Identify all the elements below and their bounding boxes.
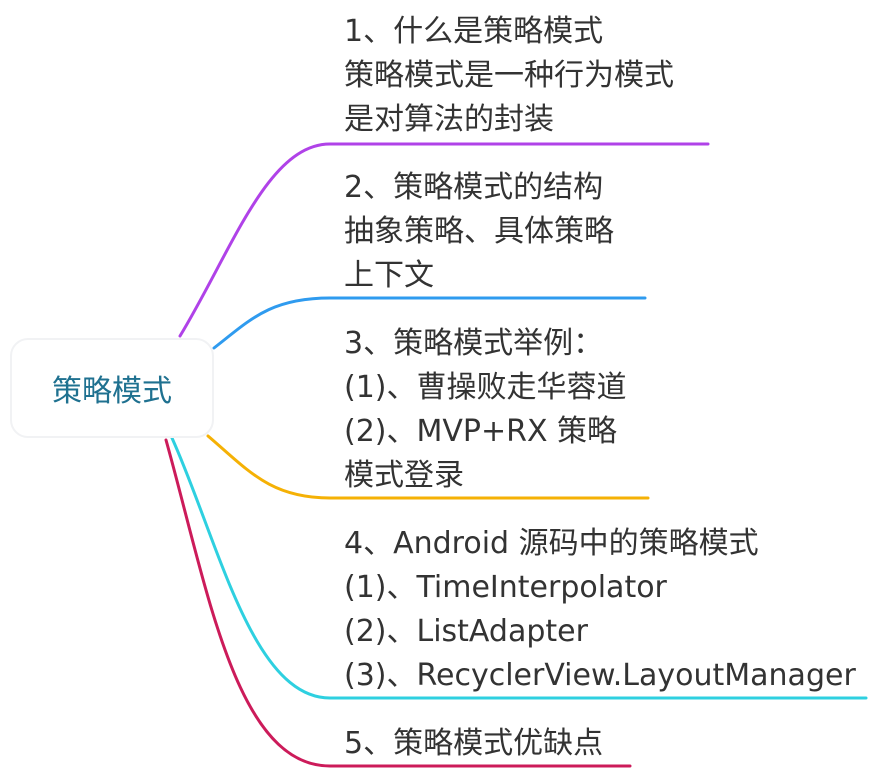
branch-4-line-4: (3)、RecyclerView.LayoutManager — [344, 658, 856, 693]
root-label: 策略模式 — [52, 374, 172, 409]
branch-4-line-3: (2)、ListAdapter — [344, 614, 588, 649]
branch-3-line-2: (1)、曹操败走华蓉道 — [344, 370, 627, 405]
branch-5-connector — [164, 438, 632, 768]
branch-4-node[interactable]: 4、Android 源码中的策略模式 (1)、TimeInterpolator … — [344, 522, 856, 698]
branch-1-connector — [178, 142, 710, 338]
branch-4-line-2: (1)、TimeInterpolator — [344, 570, 667, 605]
branch-1-line-1: 1、什么是策略模式 — [344, 14, 604, 49]
branch-2-line-3: 上下文 — [344, 258, 434, 293]
branch-5-node[interactable]: 5、策略模式优缺点 — [344, 722, 603, 766]
branch-3-node[interactable]: 3、策略模式举例： (1)、曹操败走华蓉道 (2)、MVP+RX 策略 模式登录 — [344, 322, 627, 498]
branch-4-connector — [170, 436, 868, 700]
branch-1-node[interactable]: 1、什么是策略模式 策略模式是一种行为模式 是对算法的封装 — [344, 10, 674, 142]
branch-3-line-3: (2)、MVP+RX 策略 — [344, 414, 618, 449]
branch-2-line-2: 抽象策略、具体策略 — [344, 214, 614, 249]
branch-2-node[interactable]: 2、策略模式的结构 抽象策略、具体策略 上下文 — [344, 166, 614, 298]
branch-3-connector — [206, 434, 650, 500]
branch-3-line-4: 模式登录 — [344, 458, 464, 493]
branch-5-line-1: 5、策略模式优缺点 — [344, 726, 604, 761]
branch-3-line-1: 3、策略模式举例： — [344, 326, 604, 361]
branch-1-line-3: 是对算法的封装 — [344, 102, 554, 137]
root-node[interactable]: 策略模式 — [10, 338, 214, 438]
branch-4-line-1: 4、Android 源码中的策略模式 — [344, 526, 759, 561]
branch-2-line-1: 2、策略模式的结构 — [344, 170, 604, 205]
branch-2-connector — [212, 296, 647, 350]
branch-1-line-2: 策略模式是一种行为模式 — [344, 58, 674, 93]
